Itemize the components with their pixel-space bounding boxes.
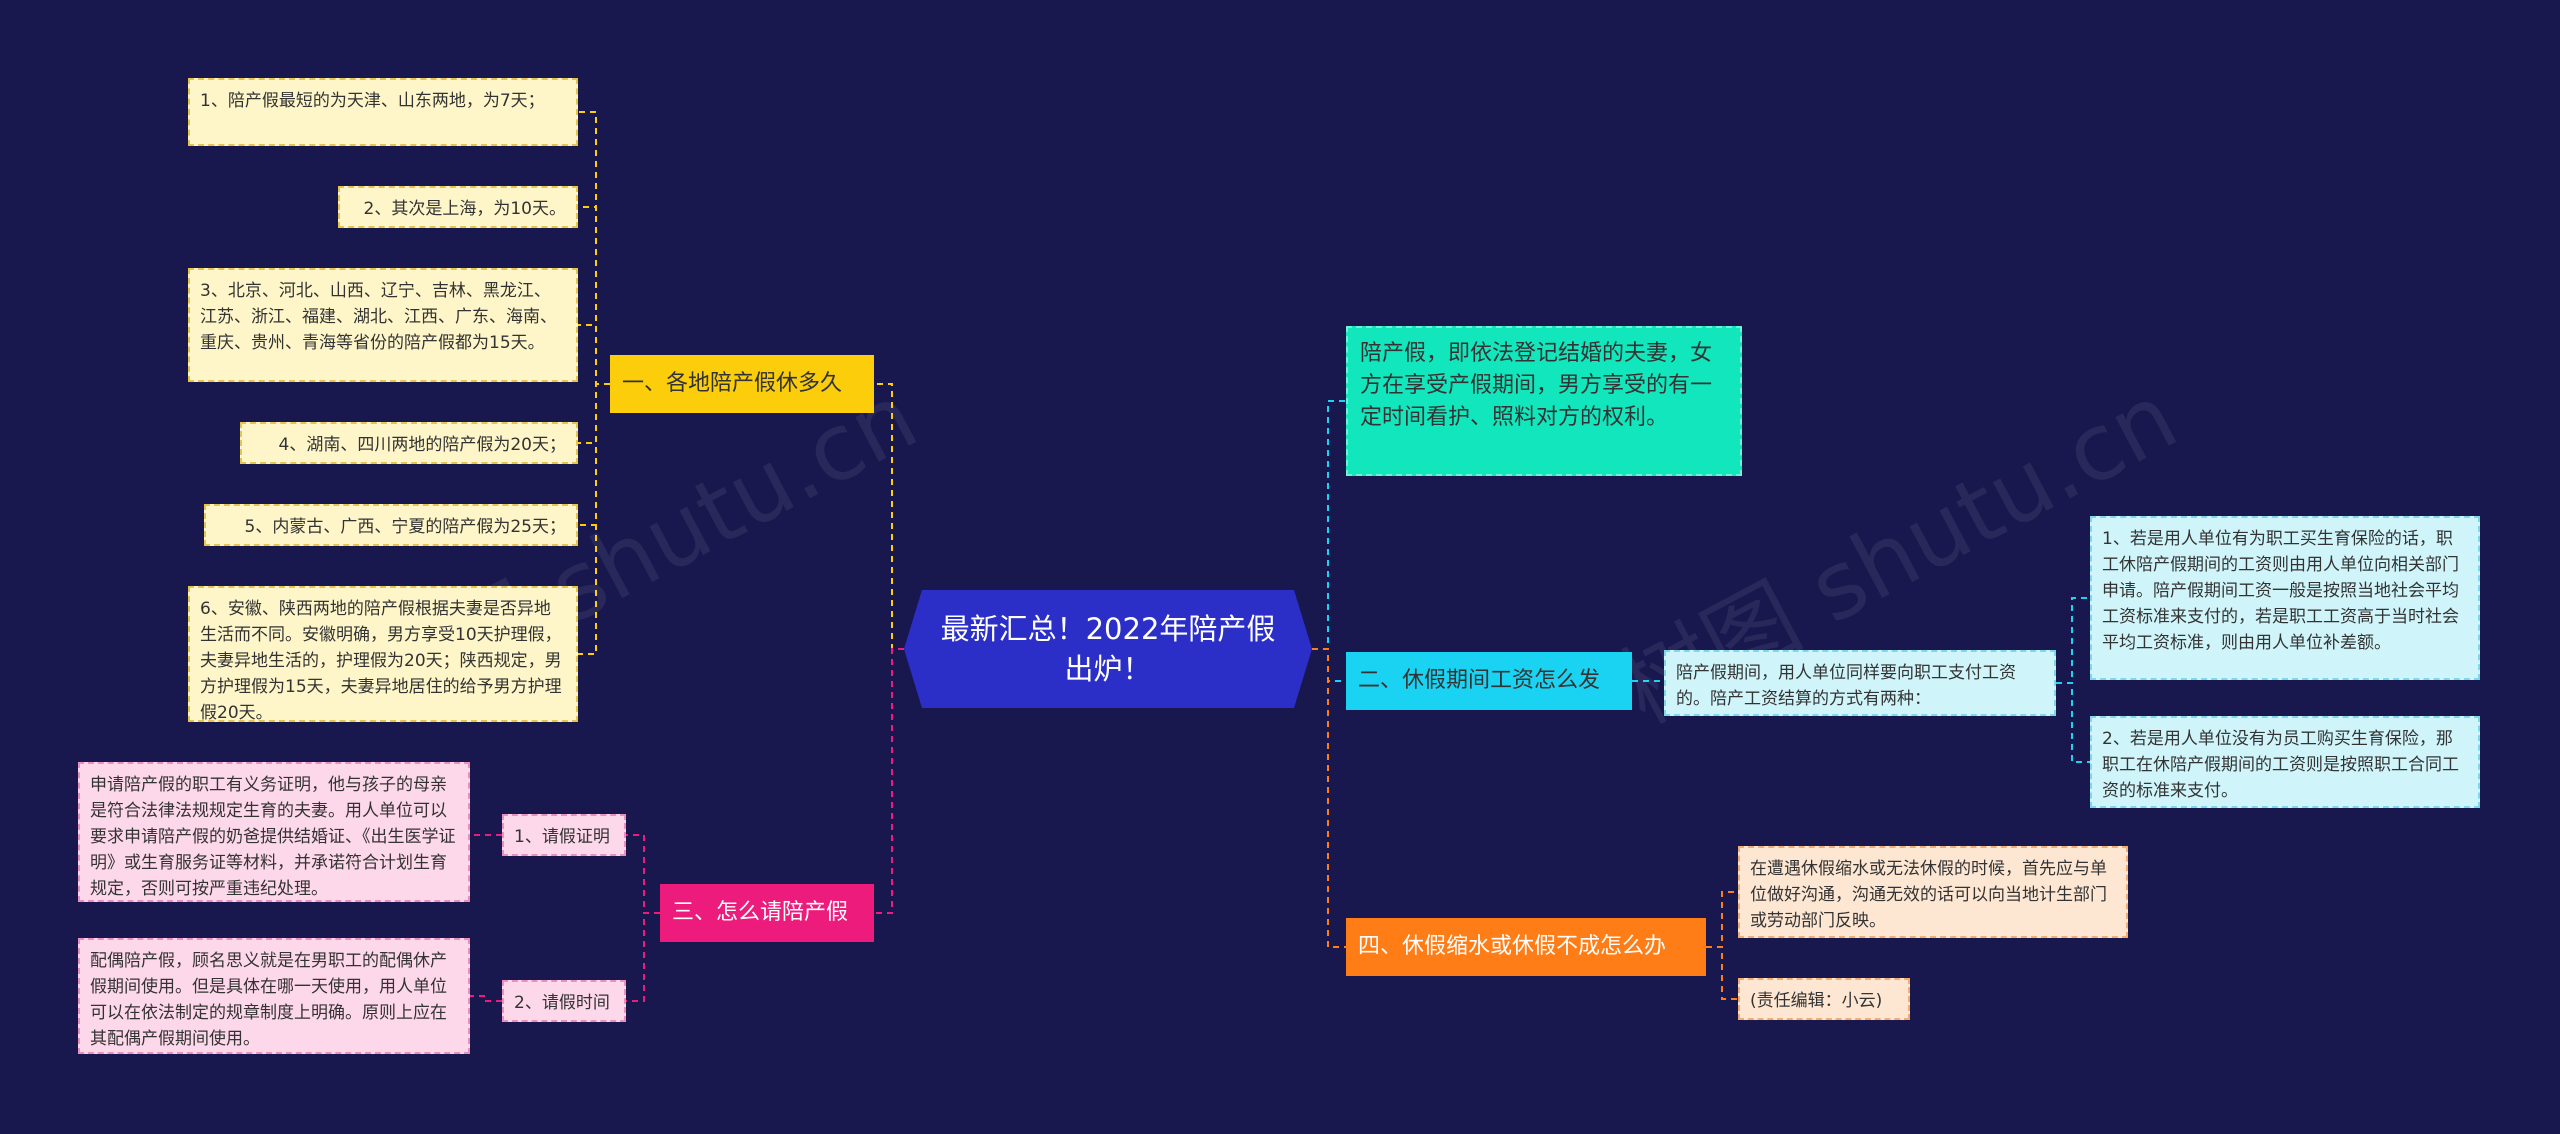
branch-node-duration[interactable]: 一、各地陪产假休多久 <box>610 355 874 413</box>
leaf-node[interactable]: 配偶陪产假，顾名思义就是在男职工的配偶休产假期间使用。但是具体在哪一天使用，用人… <box>78 938 470 1054</box>
sub-label: 2、请假时间 <box>514 993 610 1013</box>
connector-b4-leaf <box>2056 597 2090 684</box>
branch-node-wages[interactable]: 二、休假期间工资怎么发 <box>1346 652 1632 710</box>
sub-node-time[interactable]: 2、请假时间 <box>502 980 626 1022</box>
connector-b2-sub <box>626 834 660 914</box>
leaf-text: 1、若是用人单位有为职工买生育保险的话，职工休陪产假期间的工资则由用人单位向相关… <box>2102 529 2459 653</box>
connector-root-b3 <box>1312 400 1346 650</box>
branch-label: 二、休假期间工资怎么发 <box>1358 668 1601 693</box>
connector-b1-leaf <box>578 324 610 385</box>
connector-sub-leaf <box>470 995 502 1002</box>
leaf-text: 5、内蒙古、广西、宁夏的陪产假为25天； <box>244 517 566 537</box>
leaf-text: 1、陪产假最短的为天津、山东两地，为7天； <box>200 91 545 111</box>
leaf-text: 配偶陪产假，顾名思义就是在男职工的配偶休产假期间使用。但是具体在哪一天使用，用人… <box>90 951 447 1049</box>
leaf-text: (责任编辑：小云) <box>1750 991 1883 1011</box>
sub-node-proof[interactable]: 1、请假证明 <box>502 814 626 856</box>
leaf-node[interactable]: 6、安徽、陕西两地的陪产假根据夫妻是否异地生活而不同。安徽明确，男方享受10天护… <box>188 586 578 723</box>
branch-label: 三、怎么请陪产假 <box>672 900 849 925</box>
connector-b1-leaf <box>578 383 610 444</box>
leaf-node[interactable]: 3、北京、河北、山西、辽宁、吉林、黑龙江、江苏、浙江、福建、湖北、江西、广东、海… <box>188 268 578 382</box>
leaf-text: 申请陪产假的职工有义务证明，他与孩子的母亲是符合法律法规规定生育的夫妻。用人单位… <box>90 775 456 899</box>
connector-root-b4 <box>1312 648 1346 682</box>
branch-node-definition[interactable]: 陪产假，即依法登记结婚的夫妻，女方在享受产假期间，男方享受的有一定时间看护、照料… <box>1346 326 1742 476</box>
leaf-node[interactable]: 2、若是用人单位没有为员工购买生育保险，那职工在休陪产假期间的工资则是按照职工合… <box>2090 716 2480 808</box>
connector-b4-leaf <box>2056 682 2090 763</box>
branch-node-how-to-apply[interactable]: 三、怎么请陪产假 <box>660 884 874 942</box>
connector-root-b2 <box>874 648 904 914</box>
leaf-text: 4、湖南、四川两地的陪产假为20天； <box>278 435 566 455</box>
root-label: 最新汇总！2022年陪产假出炉！ <box>940 612 1276 686</box>
sub-node-wage-methods[interactable]: 陪产假期间，用人单位同样要向职工支付工资的。陪产工资结算的方式有两种： <box>1664 650 2056 716</box>
leaf-node[interactable]: (责任编辑：小云) <box>1738 978 1910 1020</box>
leaf-node[interactable]: 1、陪产假最短的为天津、山东两地，为7天； <box>188 78 578 146</box>
leaf-node[interactable]: 5、内蒙古、广西、宁夏的陪产假为25天； <box>204 504 578 546</box>
branch-node-shortened-leave[interactable]: 四、休假缩水或休假不成怎么办 <box>1346 918 1706 976</box>
leaf-text: 2、若是用人单位没有为员工购买生育保险，那职工在休陪产假期间的工资则是按照职工合… <box>2102 729 2459 801</box>
leaf-node[interactable]: 4、湖南、四川两地的陪产假为20天； <box>240 422 578 464</box>
branch-label: 陪产假，即依法登记结婚的夫妻，女方在享受产假期间，男方享受的有一定时间看护、照料… <box>1360 341 1713 430</box>
leaf-node[interactable]: 2、其次是上海，为10天。 <box>338 186 578 228</box>
leaf-text: 在遭遇休假缩水或无法休假的时候，首先应与单位做好沟通，沟通无效的话可以向当地计生… <box>1750 859 2107 931</box>
connector-b5-leaf <box>1706 891 1738 948</box>
leaf-text: 3、北京、河北、山西、辽宁、吉林、黑龙江、江苏、浙江、福建、湖北、江西、广东、海… <box>200 281 557 353</box>
connector-root-b1 <box>874 383 904 650</box>
connector-b1-leaf <box>578 111 610 385</box>
root-node[interactable]: 最新汇总！2022年陪产假出炉！ <box>904 590 1312 708</box>
connector-root-b5 <box>1312 648 1346 948</box>
connector-b1-leaf <box>578 383 610 655</box>
leaf-text: 2、其次是上海，为10天。 <box>363 199 566 219</box>
leaf-node[interactable]: 申请陪产假的职工有义务证明，他与孩子的母亲是符合法律法规规定生育的夫妻。用人单位… <box>78 762 470 902</box>
connector-b1-leaf <box>578 383 610 526</box>
leaf-text: 6、安徽、陕西两地的陪产假根据夫妻是否异地生活而不同。安徽明确，男方享受10天护… <box>200 599 562 723</box>
sub-label: 1、请假证明 <box>514 827 610 847</box>
leaf-node[interactable]: 1、若是用人单位有为职工买生育保险的话，职工休陪产假期间的工资则由用人单位向相关… <box>2090 516 2480 680</box>
leaf-node[interactable]: 在遭遇休假缩水或无法休假的时候，首先应与单位做好沟通，沟通无效的话可以向当地计生… <box>1738 846 2128 938</box>
branch-label: 四、休假缩水或休假不成怎么办 <box>1358 934 1667 959</box>
connector-b2-sub <box>626 912 660 1002</box>
sub-label: 陪产假期间，用人单位同样要向职工支付工资的。陪产工资结算的方式有两种： <box>1676 663 2016 709</box>
branch-label: 一、各地陪产假休多久 <box>622 371 843 396</box>
connector-b5-leaf <box>1706 946 1738 1000</box>
connector-b1-leaf <box>578 206 610 385</box>
